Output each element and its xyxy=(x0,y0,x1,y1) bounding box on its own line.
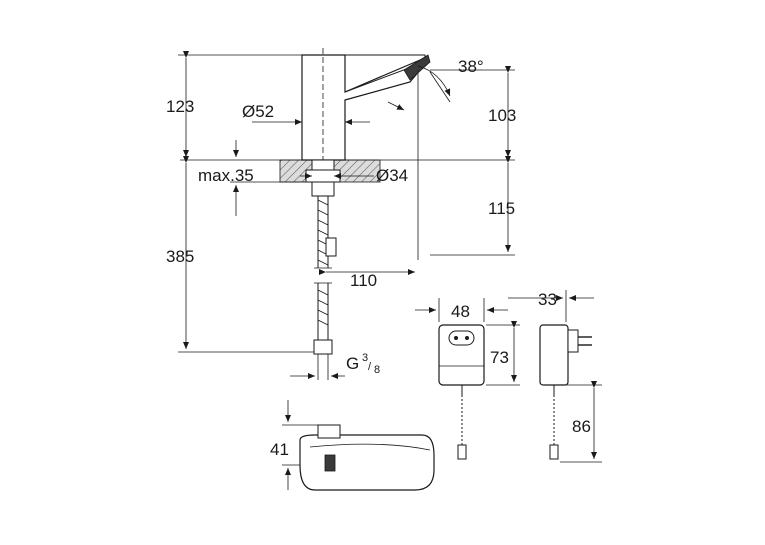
power-supply-side: 33 86 xyxy=(508,290,602,463)
angle-arrow xyxy=(387,101,405,111)
top-lever xyxy=(317,424,341,439)
angle-arc xyxy=(417,65,451,97)
hose-fitting xyxy=(313,339,333,355)
pin-right xyxy=(465,336,469,340)
dim-123: 123 xyxy=(166,97,194,116)
dim-73: 73 xyxy=(490,348,509,367)
dim-g-prefix: G xyxy=(346,354,359,373)
power-supply-front: 48 73 xyxy=(415,298,520,460)
hose-braid xyxy=(317,199,329,266)
side-connector xyxy=(549,444,559,460)
hose-lower-braid xyxy=(317,289,329,326)
dim-g-slash: / xyxy=(368,361,372,373)
top-contour xyxy=(309,443,431,451)
faucet-top-view: 41 xyxy=(270,400,435,491)
dim-g-num: 3 xyxy=(362,352,368,364)
dim-38: 38° xyxy=(458,57,484,76)
dim-115: 115 xyxy=(488,199,515,218)
dim-103: 103 xyxy=(488,106,516,125)
faucet-side-view: 123 Ø52 38° 103 max.35 Ø34 115 385 xyxy=(166,48,516,380)
dim-max35: max.35 xyxy=(198,166,254,185)
pin-left xyxy=(454,336,458,340)
aerator xyxy=(403,54,431,81)
psu-side-body xyxy=(539,324,569,386)
top-sensor xyxy=(324,454,336,472)
cable-connector xyxy=(325,237,337,257)
dim-33: 33 xyxy=(538,290,557,309)
psu-connector xyxy=(457,444,467,460)
dim-g-den: 8 xyxy=(374,364,380,376)
dim-110: 110 xyxy=(350,271,377,290)
dim-86: 86 xyxy=(572,417,591,436)
plug-base xyxy=(567,329,579,353)
dim-385: 385 xyxy=(166,247,194,266)
plug-face xyxy=(448,330,475,346)
dim-48: 48 xyxy=(451,302,470,321)
dim-52: Ø52 xyxy=(242,102,274,121)
spray-line xyxy=(429,71,451,103)
top-body xyxy=(299,434,435,491)
dim-41: 41 xyxy=(270,440,289,459)
dim-34: Ø34 xyxy=(376,166,408,185)
